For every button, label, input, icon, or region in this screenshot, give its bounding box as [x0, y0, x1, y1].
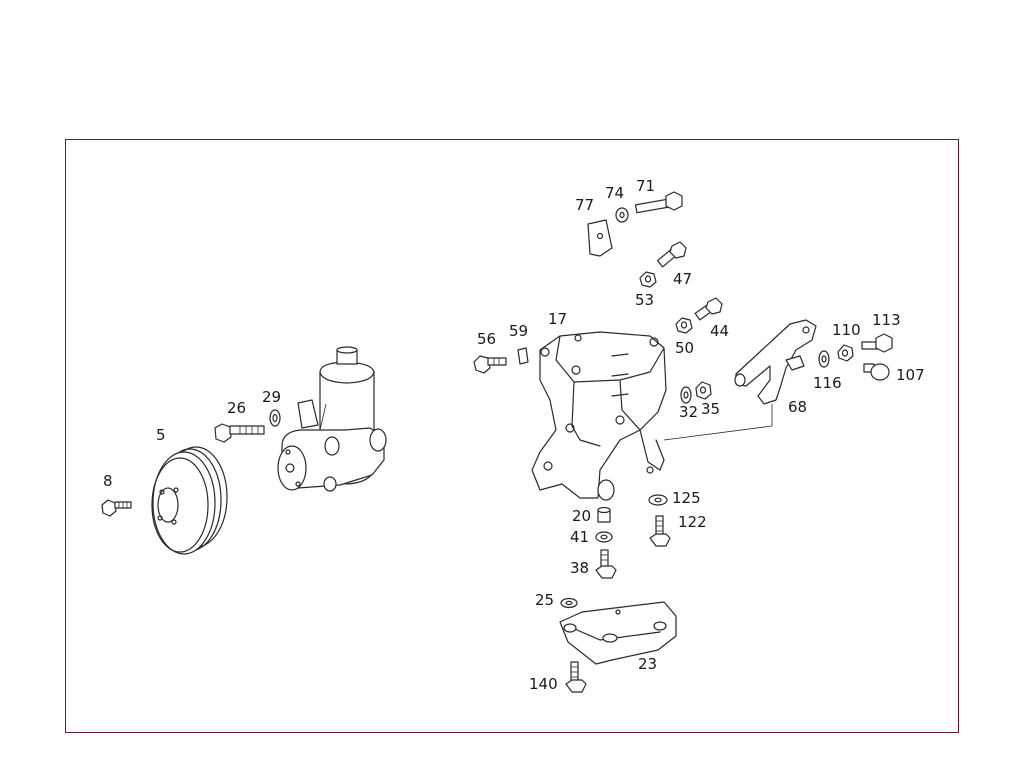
label-part-68: 68: [788, 398, 808, 416]
part-113-bolt: [861, 333, 893, 353]
part-50-nut: [675, 317, 693, 334]
part-53-nut: [639, 271, 657, 288]
power-steering-pump: [277, 346, 387, 492]
label-part-116: 116: [813, 374, 842, 392]
label-part-44: 44: [710, 322, 730, 340]
label-part-47: 47: [673, 270, 693, 288]
part-56-bolt: [473, 355, 507, 374]
label-part-23: 23: [638, 655, 658, 673]
label-part-32: 32: [679, 403, 699, 421]
label-part-26: 26: [227, 399, 247, 417]
part-110-nut: [837, 344, 854, 362]
label-part-125: 125: [672, 489, 701, 507]
part-77-bracket: [587, 219, 613, 257]
label-part-17: 17: [548, 310, 568, 328]
label-part-5: 5: [156, 426, 166, 444]
label-part-29: 29: [262, 388, 282, 406]
label-part-110: 110: [832, 321, 861, 339]
label-part-50: 50: [675, 339, 695, 357]
part-116-washer: [818, 350, 830, 368]
part-74-washer: [615, 207, 629, 223]
part-20-sleeve: [597, 506, 611, 523]
part-25-washer: [560, 597, 578, 609]
part-47-bolt: [656, 241, 687, 268]
part-38-bolt: [595, 549, 617, 579]
label-part-122: 122: [678, 513, 707, 531]
part-122-bolt: [649, 515, 671, 547]
part-107-plug: [863, 363, 890, 381]
label-part-77: 77: [575, 196, 595, 214]
part-59-spacer: [517, 347, 529, 365]
part-29-washer: [269, 409, 281, 427]
label-part-56: 56: [477, 330, 497, 348]
part-71-bolt: [634, 191, 683, 214]
part-35-nut: [695, 381, 712, 400]
label-part-35: 35: [701, 400, 721, 418]
label-part-140: 140: [529, 675, 558, 693]
part-44-bolt: [694, 297, 723, 321]
part-140-bolt: [565, 661, 587, 693]
label-part-41: 41: [570, 528, 590, 546]
part-68-arm: [734, 319, 817, 405]
part-26-bolt: [214, 423, 265, 443]
part-32-washer: [680, 386, 692, 404]
part-17-bracket: [531, 331, 773, 501]
label-part-38: 38: [570, 559, 590, 577]
label-part-25: 25: [535, 591, 555, 609]
label-part-74: 74: [605, 184, 625, 202]
part-5-pulley: [151, 446, 228, 555]
label-part-8: 8: [103, 472, 113, 490]
label-part-53: 53: [635, 291, 655, 309]
label-part-113: 113: [872, 311, 901, 329]
diagram-frame: [65, 139, 959, 733]
part-41-washer: [595, 531, 613, 543]
part-23-bracket: [559, 601, 677, 665]
label-part-107: 107: [896, 366, 925, 384]
part-8-bolt: [101, 499, 132, 517]
part-125-washer: [648, 494, 668, 506]
label-part-59: 59: [509, 322, 529, 340]
label-part-20: 20: [572, 507, 592, 525]
label-part-71: 71: [636, 177, 656, 195]
